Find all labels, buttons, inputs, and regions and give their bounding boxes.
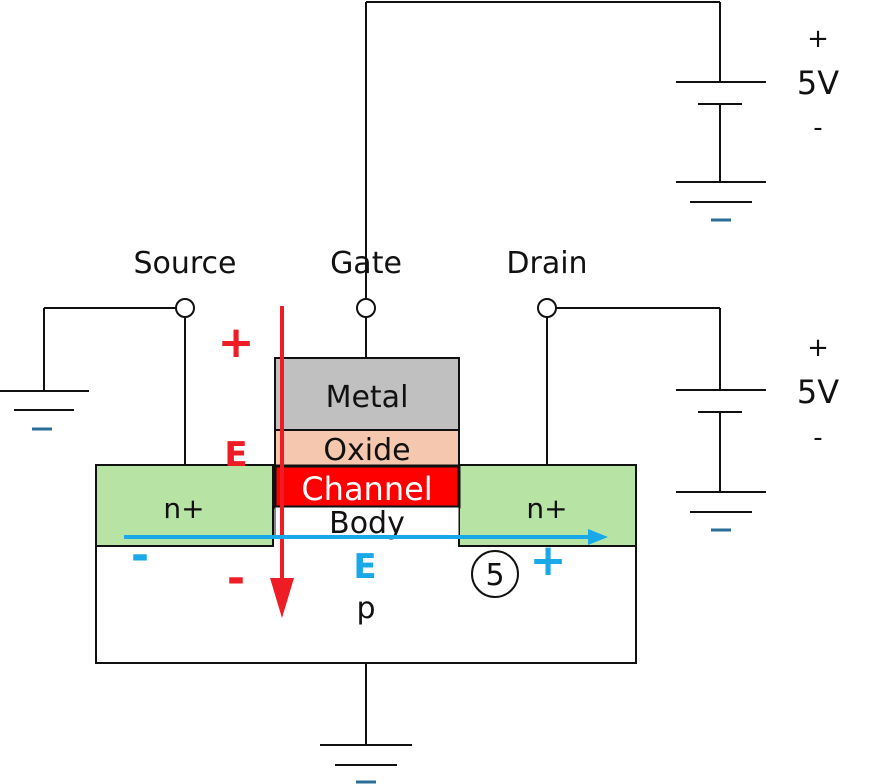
source-wiring: [0, 307, 186, 465]
substrate-label: p: [356, 591, 375, 626]
gate-supply-minus: -: [813, 113, 822, 143]
body-ground: [320, 663, 412, 766]
vertical-field-minus: -: [227, 553, 245, 604]
horizontal-field-plus: +: [530, 535, 567, 586]
source-terminal-label: Source: [133, 246, 236, 281]
source-n-region: [95, 464, 274, 547]
drain-terminal-label: Drain: [506, 246, 587, 281]
gate-supply-plus: +: [807, 24, 829, 54]
drain-supply-minus: -: [813, 423, 822, 453]
source-n-label: n+: [163, 492, 204, 525]
drain-n-label: n+: [526, 492, 567, 525]
horizontal-field-arrowhead: [588, 529, 608, 545]
oxide-label: Oxide: [323, 433, 410, 468]
metal-label: Metal: [326, 380, 409, 415]
gate-wiring: [365, 1, 721, 358]
step-marker-circle: [471, 550, 519, 598]
drain-battery: [676, 389, 766, 513]
drain-supply-voltage: 5V: [797, 373, 839, 411]
channel-layer: [273, 464, 461, 509]
horizontal-field-label: E: [353, 547, 376, 587]
gate-terminal: [356, 298, 376, 318]
source-terminal: [175, 298, 195, 318]
drain-wiring: [546, 307, 721, 492]
metal-layer: [274, 357, 460, 431]
step-marker-label: 5: [485, 558, 504, 593]
gate-supply-voltage: 5V: [797, 64, 839, 102]
channel-label: Channel: [301, 470, 432, 508]
gate-battery: [676, 81, 766, 203]
drain-supply-plus: +: [807, 333, 829, 363]
horizontal-field-minus: -: [131, 530, 149, 581]
vertical-field-label: E: [224, 435, 247, 475]
drain-terminal: [537, 298, 557, 318]
vertical-field-plus: +: [218, 317, 255, 368]
